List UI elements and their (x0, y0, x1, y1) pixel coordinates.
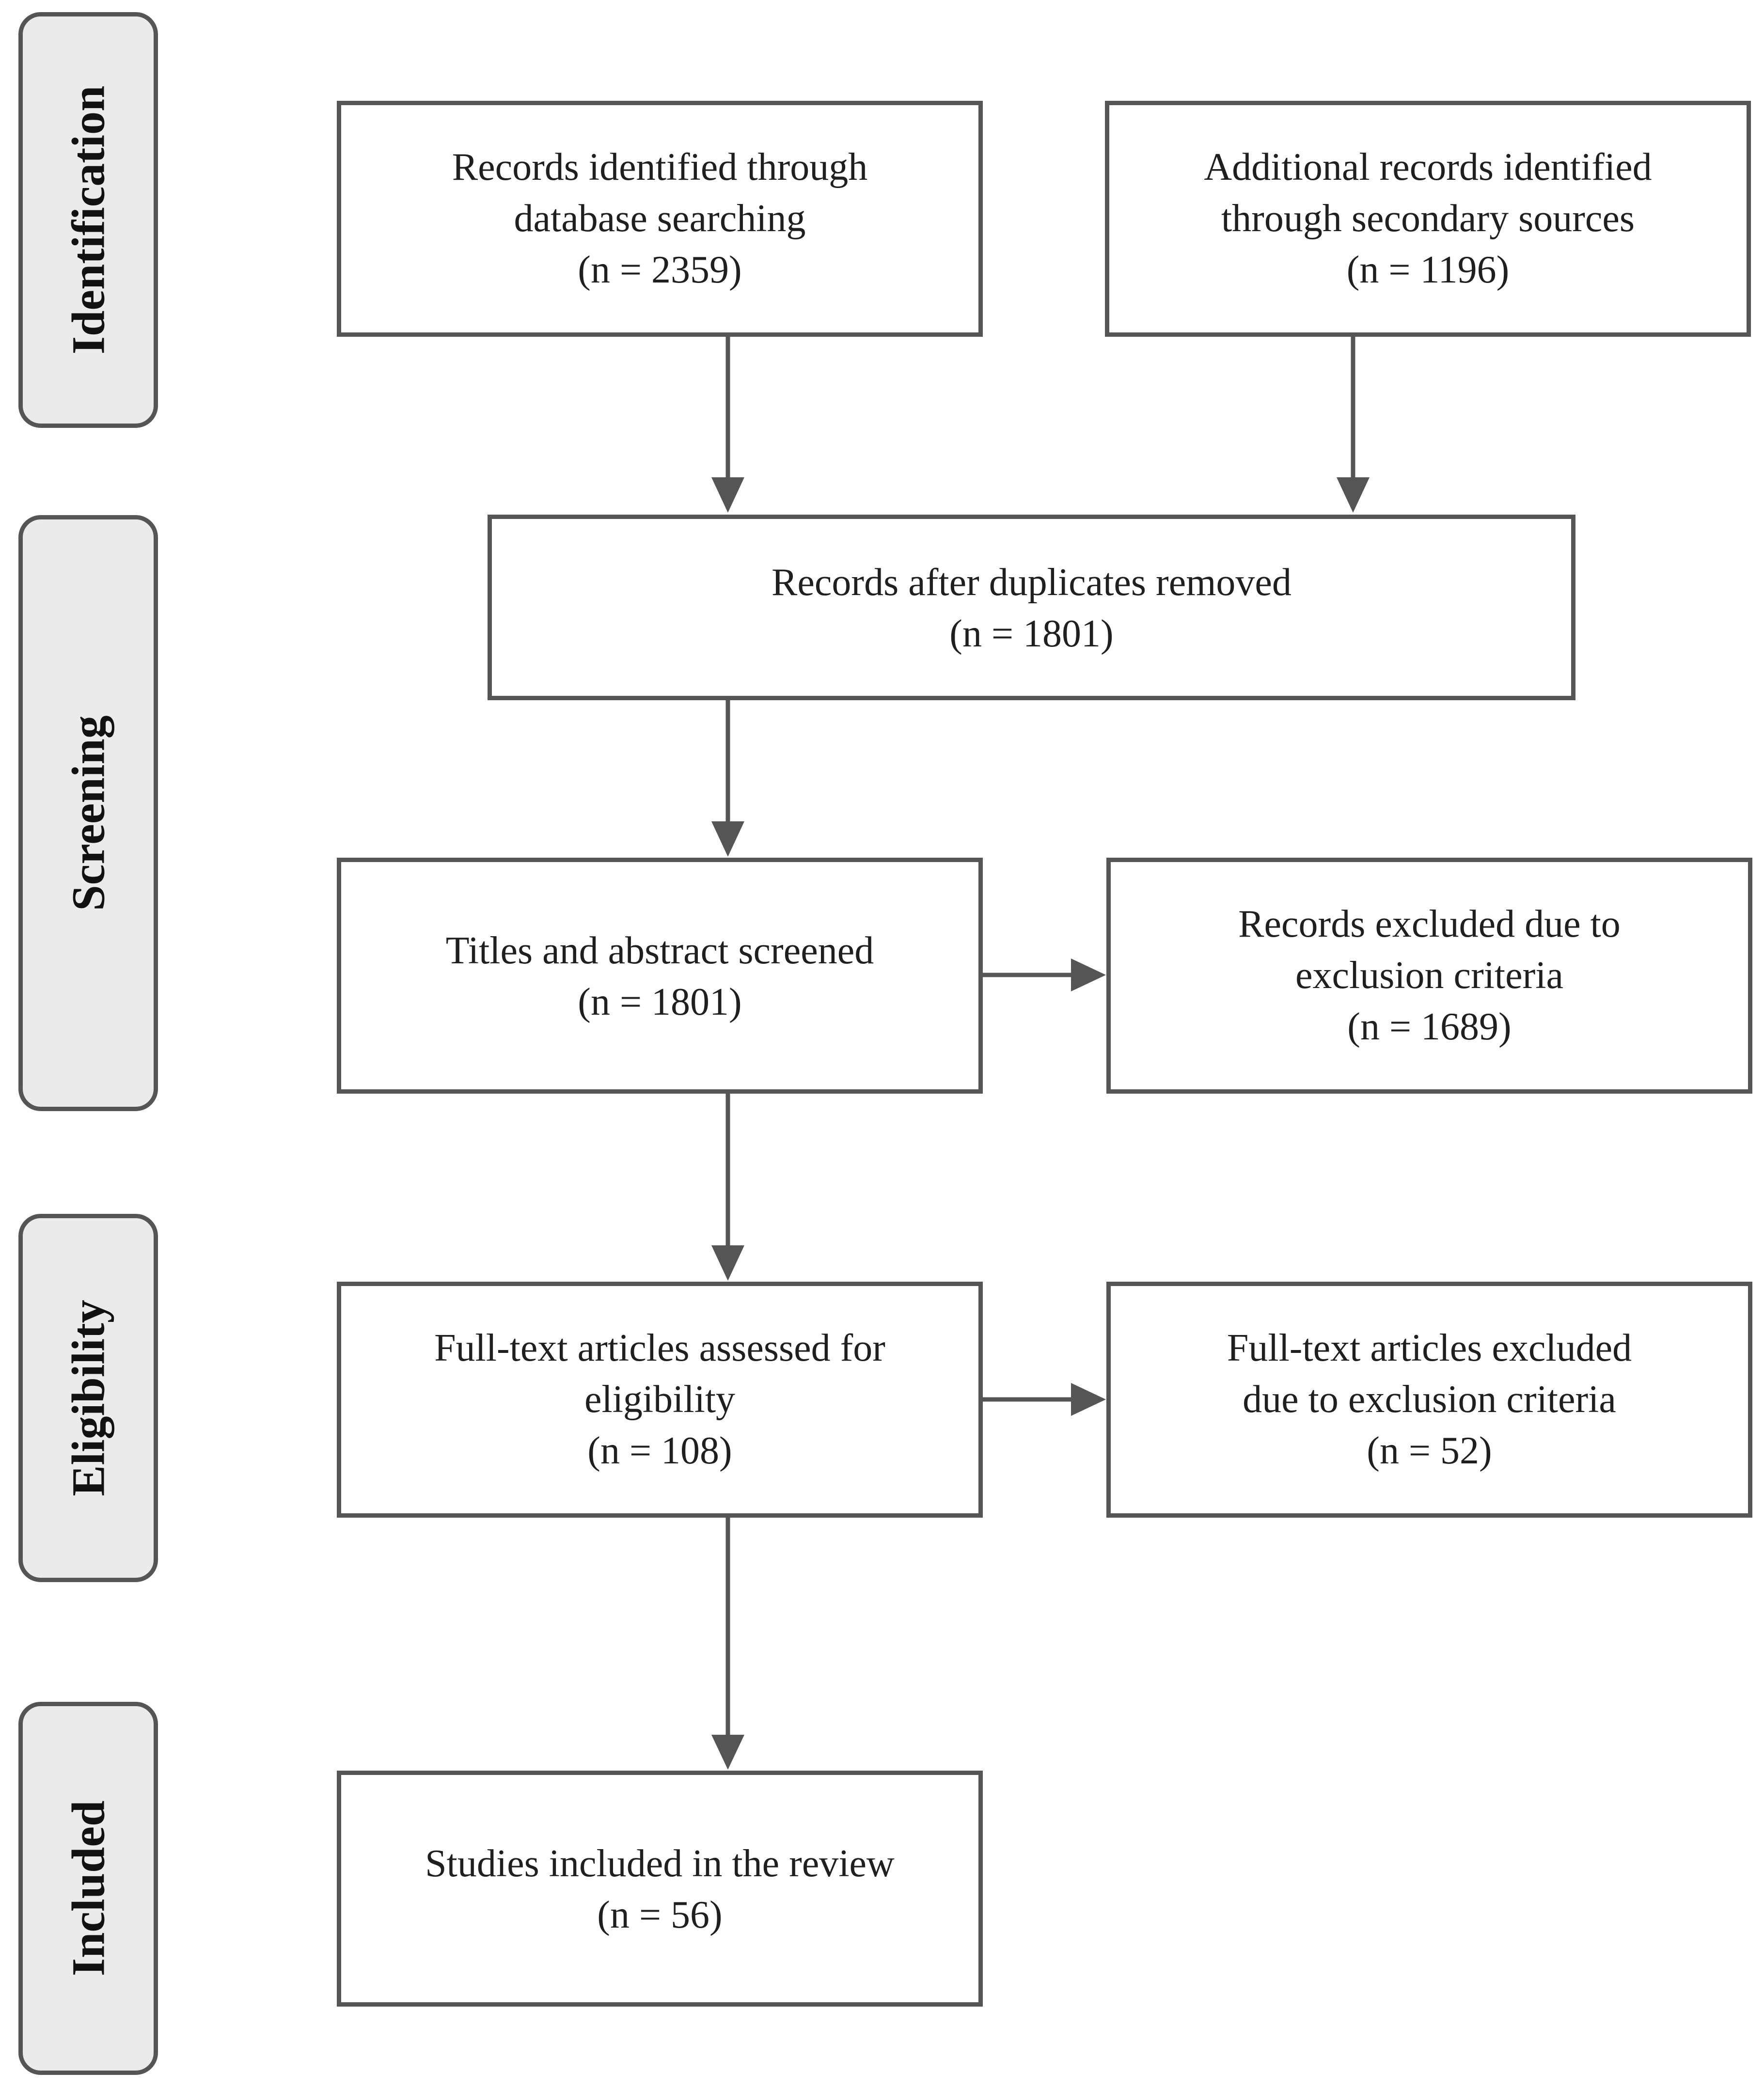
secondary-sources-line-2: through secondary sources (1221, 197, 1635, 240)
arrow-database-to-duplicates (711, 337, 744, 513)
database-search-line-2: database searching (514, 197, 806, 240)
secondary-sources-line-1: Additional records identified (1204, 146, 1652, 188)
fulltext-excluded-count: (n = 52) (1367, 1429, 1492, 1472)
box-after-duplicates: Records after duplicates removed (n = 18… (488, 515, 1575, 700)
arrow-secondary-to-duplicates (1337, 337, 1370, 513)
secondary-sources-count: (n = 1196) (1346, 249, 1510, 291)
stage-screening: Screening (18, 515, 158, 1111)
studies-included-line-1: Studies included in the review (425, 1842, 895, 1885)
titles-screened-count: (n = 1801) (578, 981, 742, 1023)
box-fulltext-excluded: Full-text articles excluded due to exclu… (1106, 1282, 1752, 1518)
stage-eligibility: Eligibility (18, 1214, 158, 1582)
fulltext-excluded-line-2: due to exclusion criteria (1243, 1378, 1616, 1421)
fulltext-excluded-line-1: Full-text articles excluded (1227, 1327, 1632, 1369)
arrow-fulltext-to-excluded (983, 1383, 1106, 1416)
titles-screened-line-1: Titles and abstract screened (445, 929, 874, 972)
box-database-search: Records identified through database sear… (337, 101, 983, 337)
fulltext-assessed-count: (n = 108) (587, 1429, 732, 1472)
arrow-screened-to-fulltext (711, 1094, 744, 1281)
fulltext-assessed-line-1: Full-text articles assessed for (434, 1327, 885, 1369)
arrow-fulltext-to-included (711, 1518, 744, 1770)
database-search-count: (n = 2359) (578, 249, 742, 291)
studies-included-count: (n = 56) (597, 1894, 723, 1936)
box-studies-included: Studies included in the review (n = 56) (337, 1771, 983, 2007)
stage-eligibility-label: Eligibility (62, 1300, 114, 1496)
after-duplicates-count: (n = 1801) (949, 612, 1114, 655)
box-fulltext-assessed: Full-text articles assessed for eligibil… (337, 1282, 983, 1518)
box-titles-screened: Titles and abstract screened (n = 1801) (337, 858, 983, 1094)
fulltext-assessed-line-2: eligibility (584, 1378, 736, 1421)
stage-included: Included (18, 1702, 158, 2075)
after-duplicates-line-1: Records after duplicates removed (772, 561, 1292, 604)
stage-identification-label: Identification (62, 85, 114, 355)
box-records-excluded: Records excluded due to exclusion criter… (1106, 858, 1752, 1094)
records-excluded-line-1: Records excluded due to (1238, 903, 1621, 945)
records-excluded-count: (n = 1689) (1347, 1005, 1512, 1048)
stage-screening-label: Screening (62, 715, 114, 911)
stage-identification: Identification (18, 12, 158, 428)
database-search-line-1: Records identified through (452, 146, 868, 188)
arrow-screened-to-excluded (983, 958, 1106, 991)
stage-included-label: Included (62, 1800, 114, 1977)
arrow-duplicates-to-screened (711, 700, 744, 857)
box-secondary-sources: Additional records identified through se… (1105, 101, 1751, 337)
records-excluded-line-2: exclusion criteria (1295, 954, 1564, 997)
